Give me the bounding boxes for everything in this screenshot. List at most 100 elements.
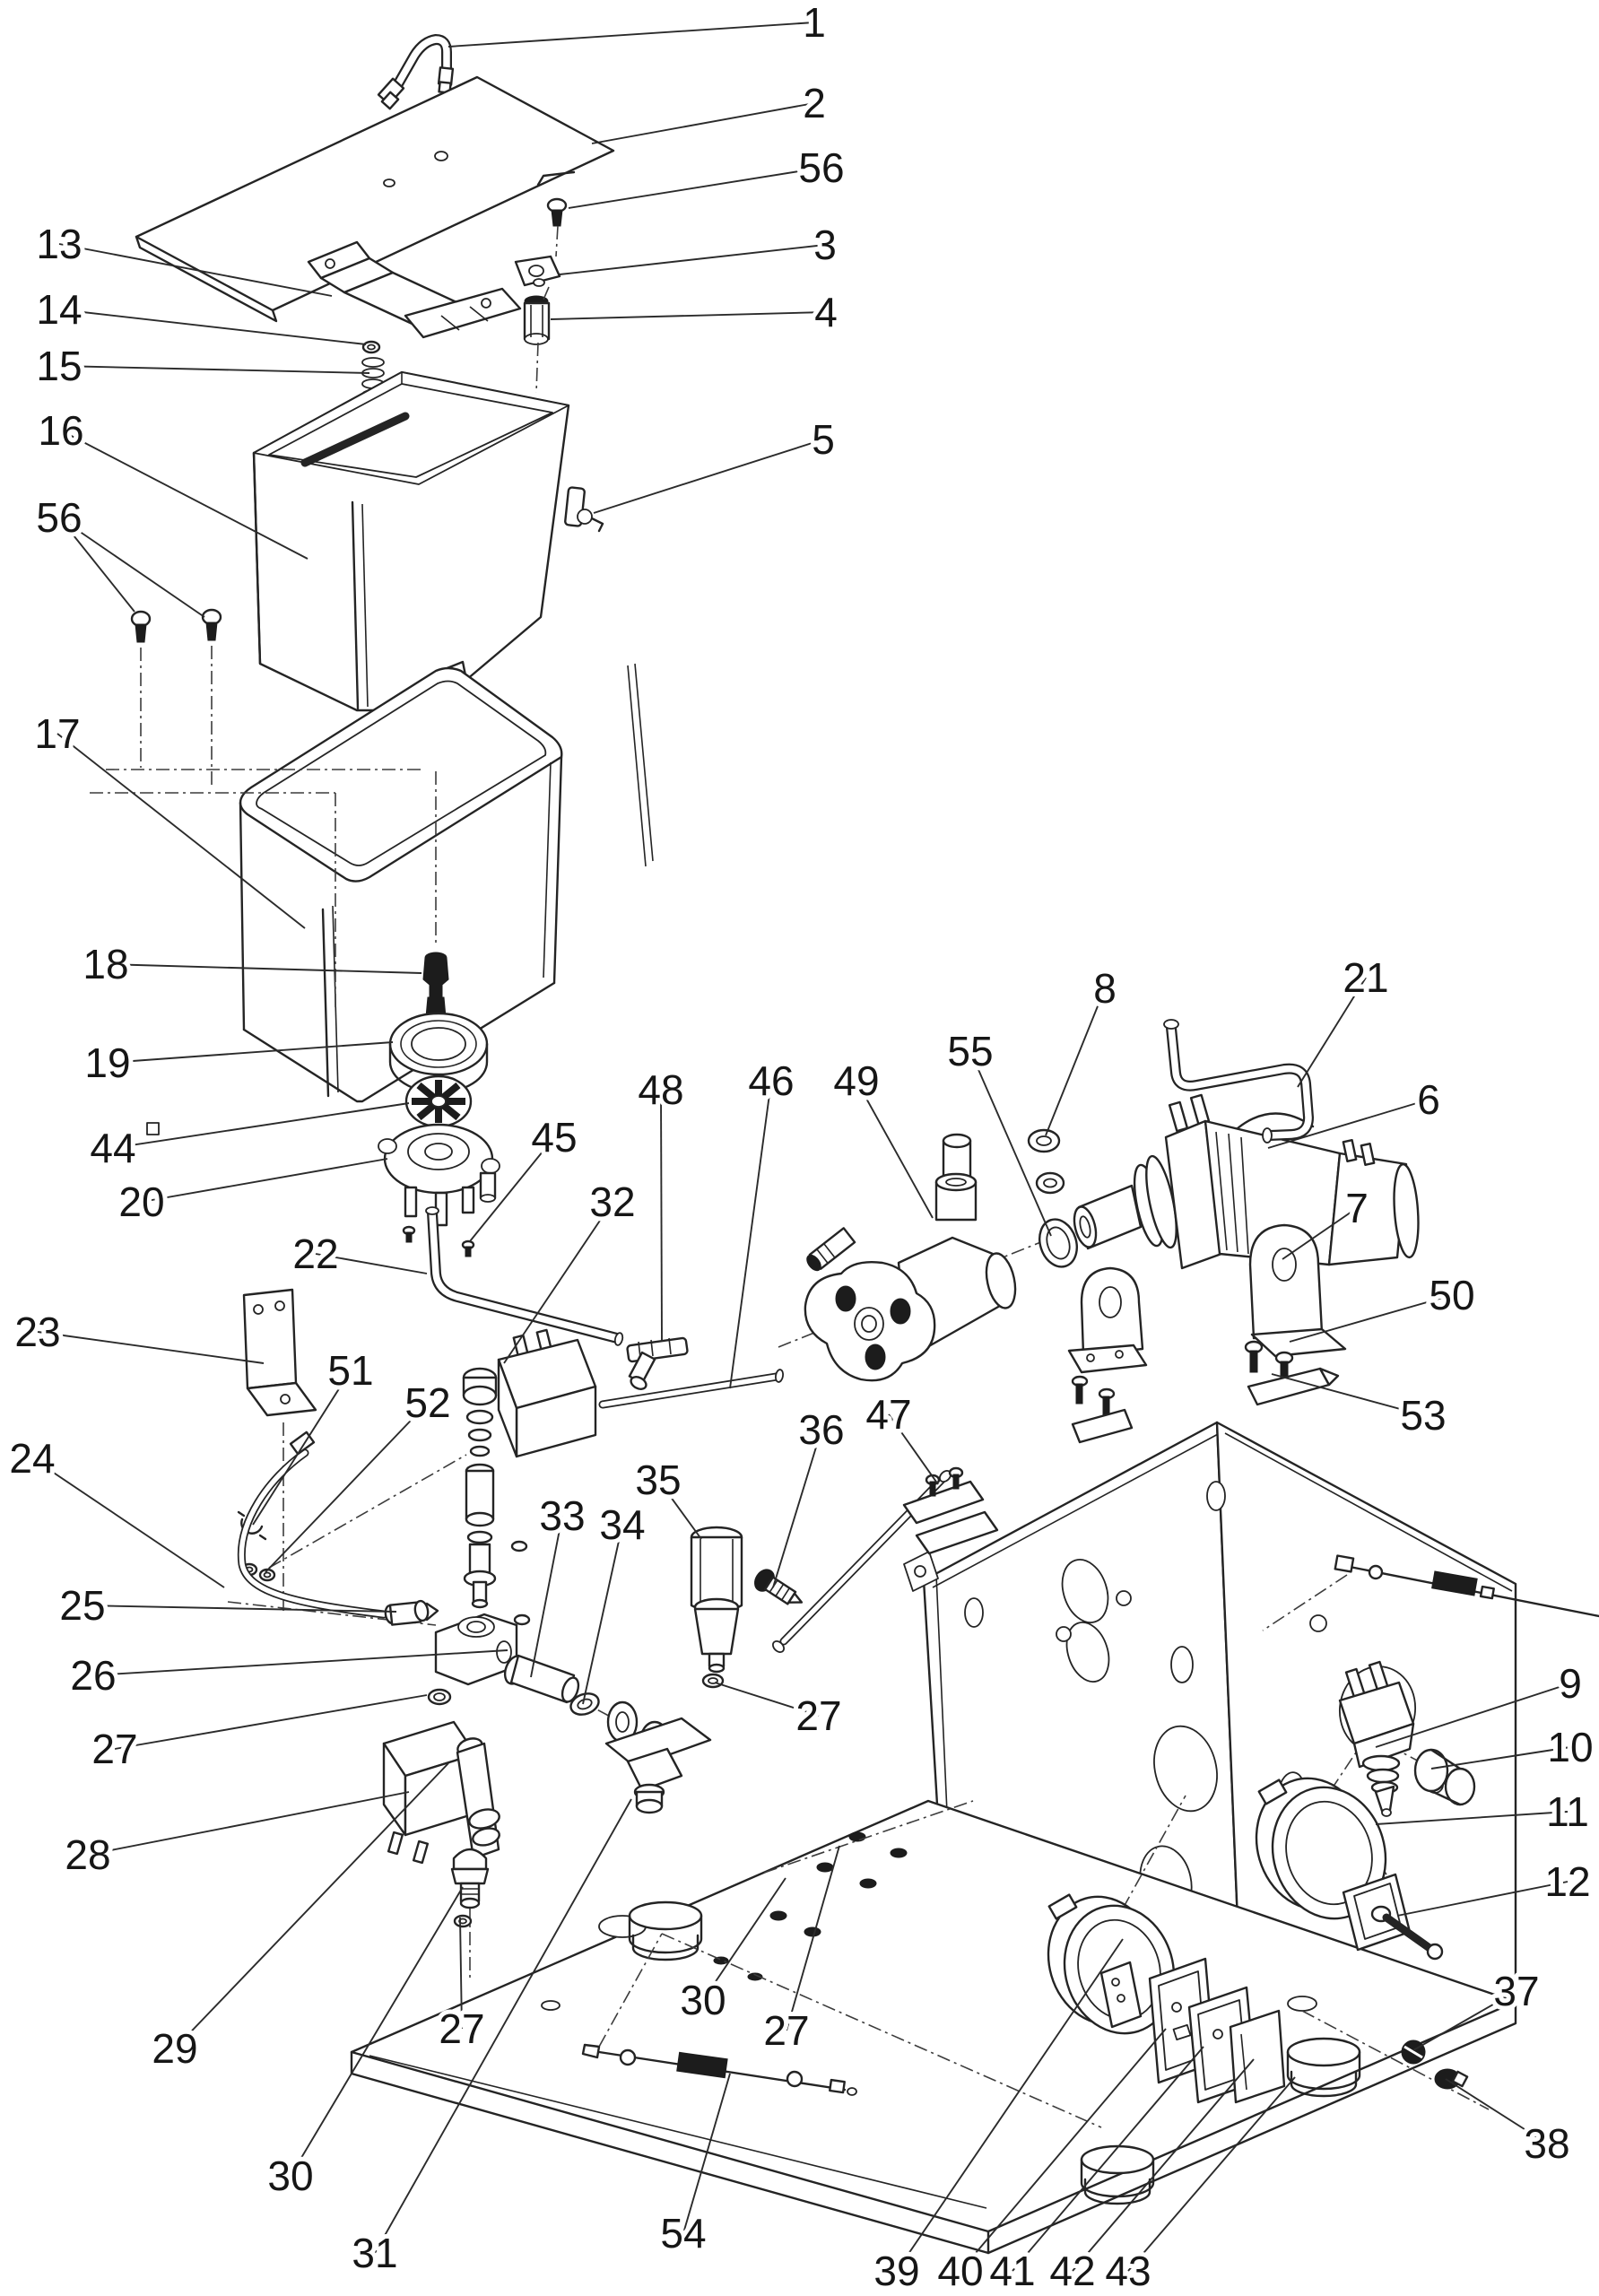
callout-label-6: 6 [1417, 1076, 1440, 1123]
callout-label-52: 52 [404, 1379, 450, 1426]
leader-line [969, 1050, 1052, 1237]
callout-label-28: 28 [65, 1831, 110, 1878]
o-ring [701, 1673, 725, 1689]
leader-line [660, 1089, 663, 1343]
impeller-wheel [404, 1074, 473, 1128]
check-valve-filter [690, 1526, 743, 1674]
callout-label-32: 32 [589, 1178, 635, 1225]
callout-label-27: 27 [439, 2005, 484, 2052]
leader-line [252, 1370, 352, 1526]
leader-line [448, 22, 815, 48]
leader-line [290, 1886, 464, 2177]
leader-line [682, 2073, 731, 2234]
leader-line [92, 1649, 508, 1676]
callout-label-36: 36 [798, 1406, 844, 1453]
callout-label-46: 46 [748, 1057, 794, 1104]
water-tank [252, 370, 570, 712]
callout-label-31: 31 [352, 2230, 397, 2276]
adjust-knob [422, 952, 449, 1018]
callout-label-56: 56 [36, 494, 82, 541]
leader-line [1289, 1294, 1453, 1343]
callout-label-9: 9 [1559, 1660, 1582, 1707]
leader-line [58, 517, 135, 613]
leader-line [856, 1080, 934, 1219]
tee-fitting [626, 1336, 689, 1390]
o-ring-washers [1027, 1128, 1065, 1195]
leader-line [960, 2028, 1167, 2272]
callout-label-54: 54 [660, 2210, 706, 2257]
leader-line [1375, 1683, 1571, 1748]
pump-bracket [1248, 1223, 1347, 1358]
leader-line [772, 1429, 822, 1588]
leader-line [786, 1845, 840, 2031]
leader-line [1271, 1373, 1424, 1416]
callout-label-25: 25 [59, 1582, 105, 1629]
callout-label-10: 10 [1547, 1724, 1593, 1770]
silicone-tube [598, 1369, 785, 1409]
callout-label-42: 42 [1049, 2248, 1095, 2294]
leader-line [714, 1682, 820, 1717]
leader-line [1396, 1881, 1569, 1917]
screw [130, 610, 152, 643]
callout-label-48: 48 [638, 1066, 683, 1113]
valve-sleeve [523, 295, 551, 345]
leader-line [469, 1136, 555, 1242]
top-lid [135, 75, 615, 323]
o-ring [453, 1914, 473, 1928]
leader-line [530, 1515, 563, 1678]
control-boards [1099, 1957, 1286, 2104]
leader-line [1012, 2046, 1204, 2272]
outlet-tube [425, 1206, 624, 1346]
steam-tube-handle [377, 34, 455, 110]
o-rings [510, 1540, 531, 1626]
solenoid-valve-2 [382, 1720, 500, 1865]
callout-label-34: 34 [599, 1501, 645, 1548]
callout-label-19: 19 [84, 1039, 130, 1086]
fitting-stack [462, 1367, 498, 1609]
leader-line [503, 1201, 613, 1364]
callout-label-4: 4 [814, 289, 838, 335]
leader-line [112, 1102, 410, 1149]
rubber-foot [1286, 2037, 1361, 2098]
leader-line [107, 1041, 394, 1064]
callout-label-44: 44 [90, 1125, 135, 1171]
callout-label-39: 39 [873, 2248, 919, 2294]
callout-label-16: 16 [38, 407, 83, 454]
leader-line [1297, 977, 1367, 1088]
callout-label-43: 43 [1105, 2248, 1151, 2294]
screw [1434, 2068, 1469, 2090]
callout-label-7: 7 [1345, 1185, 1369, 1231]
callout-label-12: 12 [1544, 1858, 1590, 1905]
nut [569, 1692, 600, 1716]
callout-label-2: 2 [803, 80, 826, 126]
screw [201, 608, 222, 641]
leader-line [374, 1798, 632, 2254]
callout-label-56: 56 [798, 144, 844, 191]
callout-label-22: 22 [292, 1231, 338, 1277]
leader-line [1430, 1746, 1571, 1770]
leader-line [82, 1605, 397, 1613]
callout-label-21: 21 [1343, 954, 1388, 1001]
callout-label-14: 14 [36, 286, 82, 333]
callout-label-30: 30 [680, 1977, 726, 2023]
callout-label-15: 15 [36, 343, 82, 389]
leader-line [559, 244, 826, 275]
leader-line [1375, 1811, 1569, 1825]
callout-label-27: 27 [795, 1692, 841, 1739]
thermal-fuse-cable-2 [581, 2043, 857, 2096]
callout-label-37: 37 [1493, 1968, 1539, 2014]
callout-label-30: 30 [267, 2152, 313, 2199]
callout-label-11: 11 [1546, 1788, 1589, 1835]
leader-line [141, 1158, 388, 1203]
outlet-fitting [450, 1848, 490, 1909]
o-ring [427, 1688, 452, 1706]
elbow-outlet [604, 1700, 712, 1814]
leader-line [568, 167, 822, 209]
callout-label-17: 17 [34, 710, 80, 757]
angle-plates [902, 1466, 999, 1555]
leader-line [58, 365, 370, 374]
leader-line [657, 1479, 702, 1540]
callout-label-51: 51 [327, 1347, 373, 1394]
screw [461, 1239, 475, 1257]
